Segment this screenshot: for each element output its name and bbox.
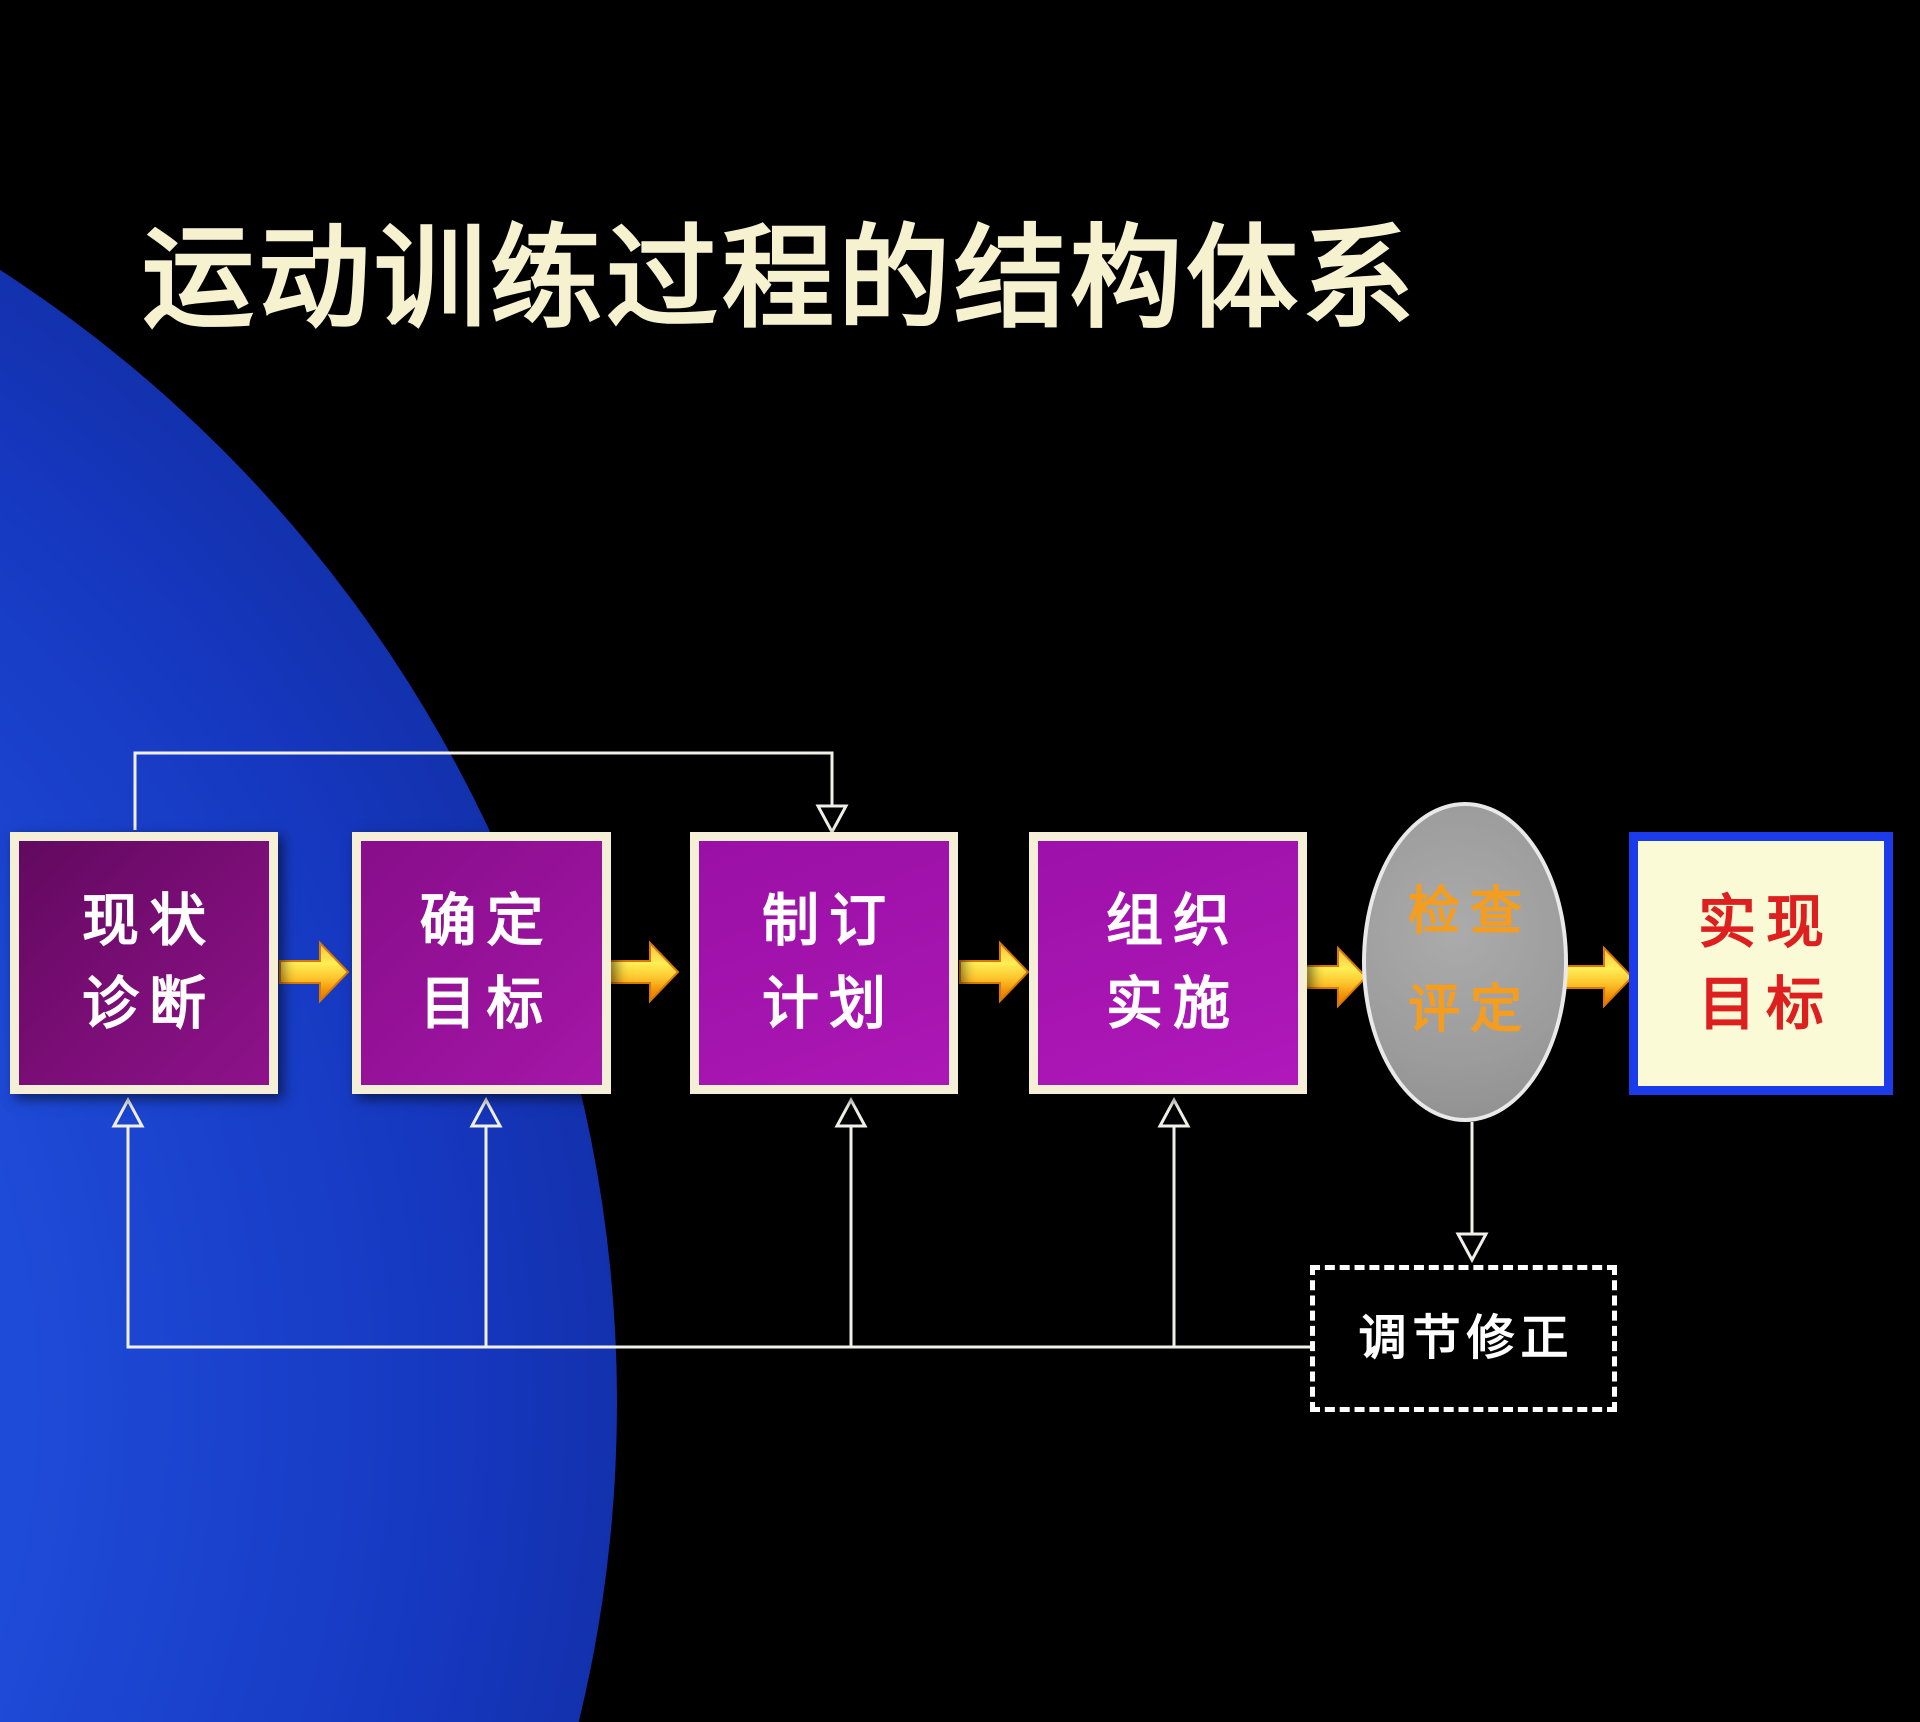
node-label-line: 计划 [762, 973, 896, 1036]
flow-arrow-2 [609, 940, 680, 1004]
node-label-line: 诊断 [82, 973, 216, 1036]
flow-node-feedback-adjust: 调节修正 [1310, 1265, 1617, 1412]
node-label-line: 组织 [1106, 890, 1240, 953]
flow-node-organize-implement: 组织 实施 [1029, 832, 1307, 1094]
flow-node-check-evaluate: 检查 评定 [1362, 802, 1568, 1122]
arrowhead-up-into-status [111, 1096, 145, 1128]
arrowhead-up-into-plan [834, 1096, 868, 1128]
node-label-line: 检查 [1407, 884, 1532, 941]
flow-arrow-5 [1563, 945, 1634, 1009]
node-label-line: 制订 [762, 890, 896, 953]
connector-feedback-return [126, 1126, 1310, 1349]
arrowhead-down-into-plan [815, 804, 849, 836]
node-label-line: 实现 [1697, 889, 1834, 955]
flow-arrow-1 [279, 940, 350, 1004]
node-label-line: 目标 [419, 973, 554, 1036]
arrowhead-up-into-implement [1157, 1096, 1191, 1128]
arrowhead-down-into-feedback [1455, 1232, 1489, 1264]
flow-node-make-plan: 制订 计划 [690, 832, 958, 1094]
flow-node-status-diagnosis: 现状 诊断 [10, 832, 278, 1094]
feedback-label: 调节修正 [1358, 1311, 1575, 1365]
node-label-line: 实施 [1106, 973, 1240, 1036]
node-label-line: 确定 [419, 890, 554, 953]
slide-title: 运动训练过程的结构体系 [142, 218, 1418, 342]
flow-node-achieve-goals: 实现 目标 [1629, 832, 1893, 1095]
flow-arrow-4 [1297, 945, 1368, 1009]
node-label-line: 评定 [1407, 982, 1532, 1039]
node-label-line: 目标 [1697, 971, 1834, 1037]
connector-top-elbow [133, 751, 834, 830]
flow-arrow-3 [959, 940, 1030, 1004]
flow-node-set-goals: 确定 目标 [352, 832, 611, 1094]
arrowhead-up-into-goalset [469, 1096, 503, 1128]
node-label-line: 现状 [82, 890, 216, 953]
